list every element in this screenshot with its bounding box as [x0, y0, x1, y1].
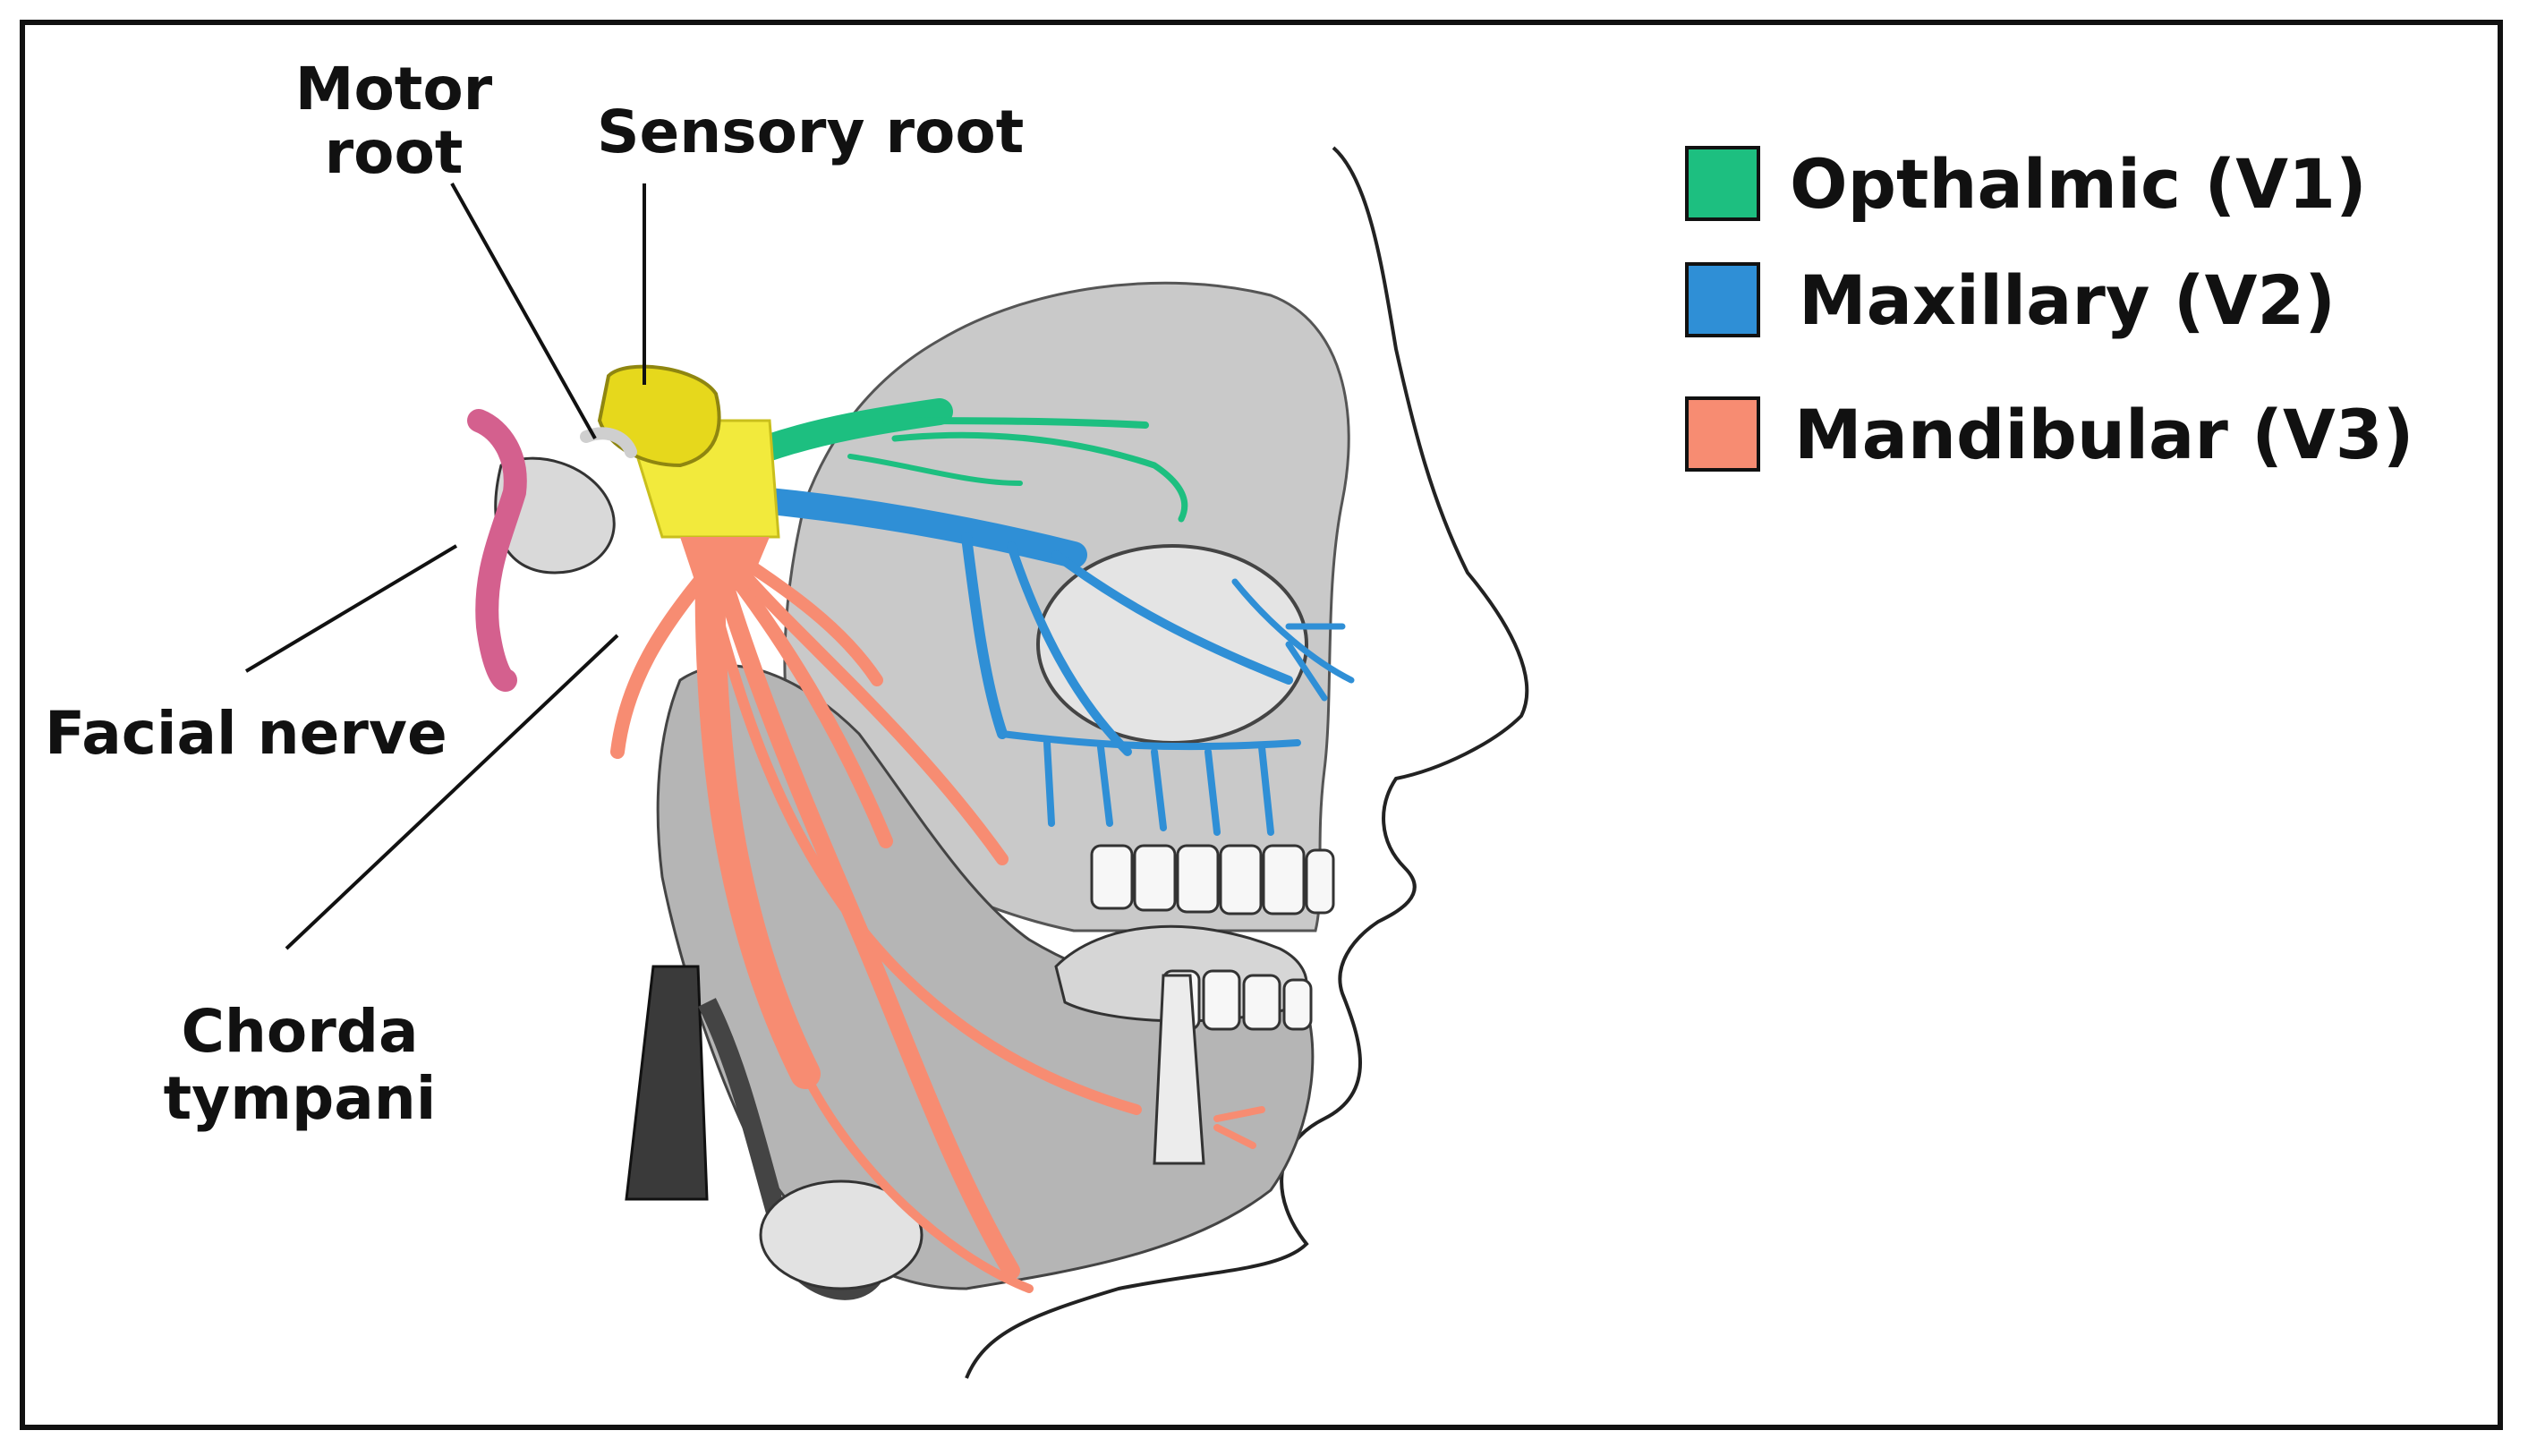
sensory-root-bundle — [597, 364, 721, 468]
ophthalmic-branches — [756, 398, 1188, 523]
motor-root-leader — [450, 183, 597, 439]
facial-nerve-leader — [244, 544, 458, 673]
mandibular-branches — [610, 522, 1265, 1293]
chorda-tympani-label-line1: Chorda — [181, 997, 418, 1066]
motor-root-label-line2: root — [325, 118, 464, 187]
legend: Opthalmic (V1) Maxillary (V2) Mandibular… — [1685, 144, 2413, 474]
legend-label-maxillary: Maxillary (V2) — [1799, 260, 2336, 340]
motor-root-label-line1: Motor — [295, 55, 493, 123]
maxillary-branches — [756, 488, 1355, 836]
canine-root — [1153, 974, 1205, 1165]
legend-label-ophthalmic: Opthalmic (V1) — [1790, 144, 2367, 224]
facial-nerve — [467, 409, 527, 692]
legend-label-mandibular: Mandibular (V3) — [1794, 395, 2413, 474]
gland — [759, 1179, 924, 1290]
jugular-vein — [625, 965, 709, 1201]
sensory-root-label: Sensory root — [597, 98, 1024, 166]
chorda-tympani-label-line2: tympani — [164, 1064, 437, 1133]
leader-lines — [244, 183, 646, 950]
facial-nerve-label: Facial nerve — [45, 699, 447, 768]
face-profile-outline — [965, 146, 1529, 1379]
mandibular-root — [680, 537, 770, 591]
upper-teeth — [1090, 844, 1335, 915]
head-illustration — [494, 146, 1529, 1379]
legend-swatch-ophthalmic — [1685, 146, 1760, 221]
legend-swatch-maxillary — [1685, 262, 1760, 337]
chorda-tympani-leader — [285, 634, 619, 950]
legend-swatch-mandibular — [1685, 396, 1760, 472]
